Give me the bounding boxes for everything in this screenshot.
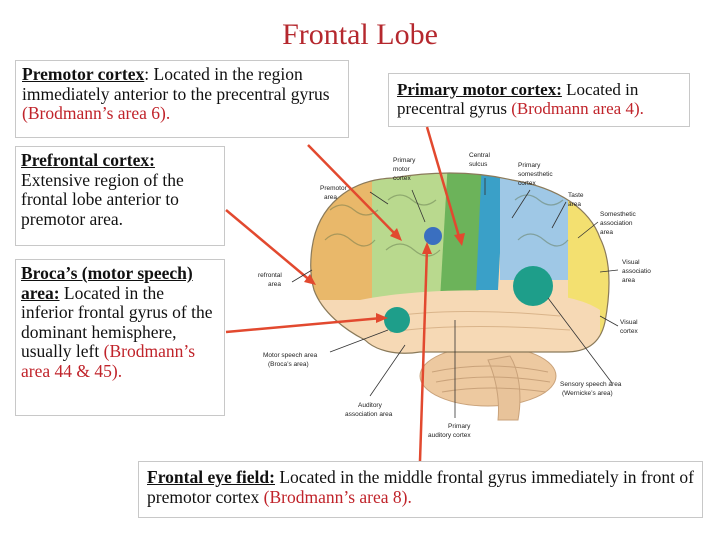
arrow-frontal-eye-field [418, 247, 429, 462]
primary-motor-region [440, 173, 485, 300]
label-visual-cortex: Visual cortex [620, 319, 639, 335]
label-central-sulcus: Central sulcus [469, 152, 492, 168]
label-visual-association: Visual associatio area [622, 259, 653, 284]
temporal-region [340, 290, 600, 354]
prefrontal-cortex-heading: Prefrontal cortex: [21, 150, 155, 170]
broca-area-text: Located in the inferior frontal gyrus of… [21, 282, 213, 362]
primary-motor-cortex-box: Primary motor cortex: Located in precent… [388, 73, 690, 127]
arrow-primary-motor [425, 126, 462, 241]
label-taste: Taste area [568, 192, 585, 208]
leader-lines [291, 178, 619, 418]
pointer-arrows [225, 126, 462, 462]
frontal-eye-field-text: Located in the middle frontal gyrus imme… [147, 467, 694, 507]
label-motor-speech: Motor speech area (Broca’s area) [263, 352, 319, 368]
frontal-eye-field-ref: (Brodmann’s area 8). [263, 486, 412, 507]
label-sensory-speech: Sensory speech area (Wernicke’s area) [560, 381, 623, 397]
arrowhead-primary-motor [454, 233, 465, 246]
label-primary-somesthetic: Primary somesthetic cortex [518, 162, 555, 187]
primary-motor-cortex-ref: (Brodmann area 4). [511, 99, 644, 119]
label-somesthetic-association: Somesthetic association area [600, 211, 638, 236]
cerebellum-folds [431, 365, 551, 393]
cerebrum [310, 173, 609, 354]
label-primary-auditory: Primary auditory cortex [428, 423, 472, 439]
premotor-cortex-heading: Premotor cortex [22, 64, 145, 84]
arrowhead-premotor [390, 228, 402, 241]
arrow-prefrontal [225, 209, 313, 283]
label-auditory-association: Auditory association area [345, 402, 393, 418]
primary-motor-cortex-text: Located in precentral gyrus [397, 80, 639, 119]
premotor-cortex-box: Premotor cortex: Located in the region i… [15, 60, 349, 138]
broca-area-heading: Broca’s (motor speech) area: [21, 263, 193, 303]
premotor-cortex-text: : Located in the region immediately ante… [22, 64, 330, 104]
arrowhead-broca [376, 313, 388, 323]
prefrontal-cortex-box: Prefrontal cortex: Extensive region of t… [15, 146, 225, 246]
frontal-eye-field-box: Frontal eye field: Located in the middle… [138, 461, 703, 518]
arrow-premotor [307, 144, 399, 238]
arrowhead-frontal-eye-field [422, 242, 432, 254]
frontal-eye-field-heading: Frontal eye field: [147, 467, 275, 487]
prefrontal-cortex-text: Extensive region of the frontal lobe ant… [21, 169, 184, 229]
frontal-eye-field-spot [424, 227, 442, 245]
broca-area-spot [384, 307, 410, 333]
cerebellum [419, 345, 557, 407]
label-premotor: Premotor area [320, 185, 349, 201]
premotor-cortex-ref: (Brodmann’s area 6). [22, 103, 171, 124]
diagram-labels: Primary motor cortex Central sulcus Prim… [258, 152, 653, 439]
page-title: Frontal Lobe [282, 18, 438, 51]
arrow-broca [225, 316, 383, 334]
label-primary-motor: Primary motor cortex [393, 157, 417, 182]
gyri-lines [324, 194, 569, 257]
label-prefrontal: refrontal area [258, 272, 284, 288]
broca-area-ref: (Brodmann’s area 44 & 45). [21, 341, 196, 381]
wernicke-area-spot [513, 266, 553, 306]
broca-area-box: Broca’s (motor speech) area: Located in … [15, 259, 225, 416]
primary-somesthetic-region [476, 173, 505, 290]
arrow-heads [304, 228, 465, 323]
primary-motor-cortex-heading: Primary motor cortex: [397, 80, 562, 99]
arrowhead-prefrontal [304, 274, 316, 285]
